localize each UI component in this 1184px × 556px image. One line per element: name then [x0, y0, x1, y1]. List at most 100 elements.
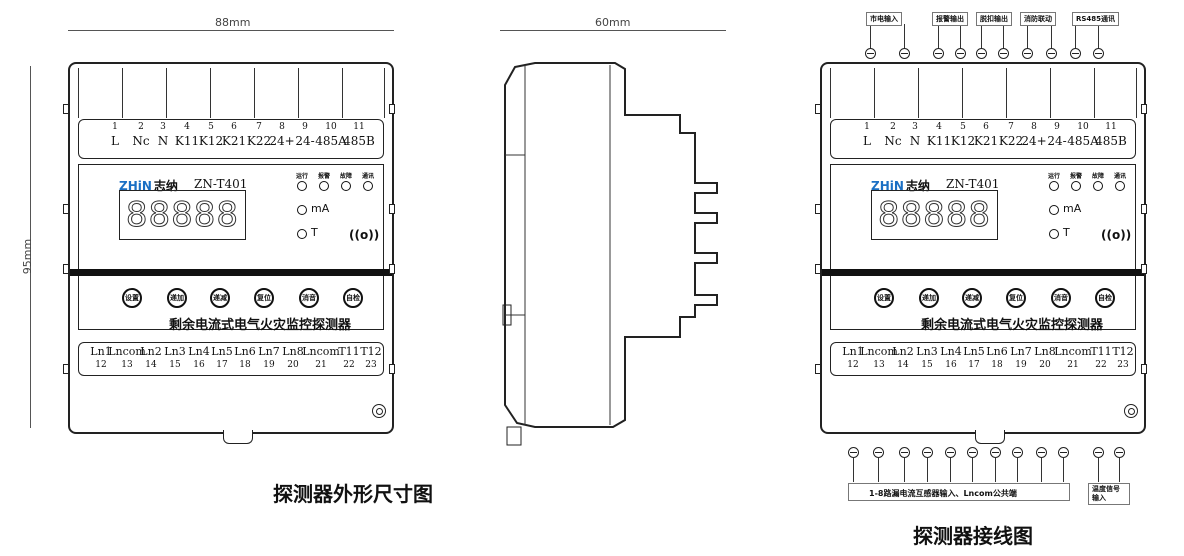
terminal-number: 11	[353, 122, 365, 132]
button-2[interactable]: 递减	[962, 288, 982, 308]
terminal-number: 3	[160, 122, 166, 132]
terminal-number: 20	[1039, 360, 1051, 370]
terminal-label: Ln3	[164, 345, 186, 358]
width-dimension: 88mm	[215, 16, 251, 29]
terminal-label: 24-	[1047, 134, 1067, 148]
cover-rib	[1094, 68, 1095, 118]
terminal-screw-icon	[967, 447, 978, 458]
side-tab	[63, 264, 69, 274]
terminal-number: 2	[138, 122, 144, 132]
terminal-number: 16	[945, 360, 957, 370]
buzzer-icon: ((o))	[349, 228, 380, 242]
terminal-label: T11	[338, 345, 360, 358]
terminal-label: N	[157, 134, 169, 148]
terminal-screw-icon	[955, 48, 966, 59]
terminal-number: 9	[302, 122, 308, 132]
button-0[interactable]: 设置	[122, 288, 142, 308]
button-2[interactable]: 递减	[210, 288, 230, 308]
brand-cn: 志纳	[153, 179, 178, 193]
terminal-label: L	[863, 134, 871, 148]
terminal-number: 23	[1117, 360, 1129, 370]
button-4[interactable]: 消音	[299, 288, 319, 308]
button-3[interactable]: 复位	[1006, 288, 1026, 308]
terminal-screw-icon	[976, 48, 987, 59]
button-3[interactable]: 复位	[254, 288, 274, 308]
button-5[interactable]: 自检	[1095, 288, 1115, 308]
height-dimension: 95mm	[21, 238, 35, 275]
terminal-label: Lncom	[302, 345, 340, 358]
button-0[interactable]: 设置	[874, 288, 894, 308]
unit-label: T	[311, 226, 318, 239]
terminal-label: T12	[1112, 345, 1134, 358]
terminal-number: 3	[912, 122, 918, 132]
height-dimension-line	[30, 66, 31, 428]
terminal-screw-icon	[865, 48, 876, 59]
wire	[904, 24, 905, 50]
terminal-number: 2	[890, 122, 896, 132]
wire	[1041, 458, 1042, 482]
terminal-label: Lncom	[1054, 345, 1092, 358]
terminal-number: 10	[1077, 122, 1089, 132]
indicator-led	[363, 181, 373, 191]
terminal-label: 485B	[1095, 134, 1127, 148]
terminal-number: 8	[279, 122, 285, 132]
terminal-screw-icon	[998, 48, 1009, 59]
terminal-label: Ln6	[234, 345, 256, 358]
terminal-number: 17	[216, 360, 228, 370]
wiring-label: 报警输出	[932, 12, 968, 26]
black-band	[70, 269, 392, 276]
terminal-number: 17	[968, 360, 980, 370]
terminal-screw-icon	[1070, 48, 1081, 59]
side-tab	[63, 204, 69, 214]
terminal-number: 22	[343, 360, 355, 370]
terminal-number: 4	[936, 122, 942, 132]
terminal-number: 9	[1054, 122, 1060, 132]
unit-label: mA	[311, 202, 330, 215]
side-tab	[1141, 264, 1147, 274]
wiring-label: 温度信号输入	[1088, 483, 1130, 505]
unit-led	[297, 229, 307, 239]
wire	[904, 458, 905, 482]
terminal-number: 16	[193, 360, 205, 370]
terminal-number: 4	[184, 122, 190, 132]
terminal-label: K21	[973, 134, 999, 148]
terminal-screw-icon	[1093, 48, 1104, 59]
indicator-led	[1049, 181, 1059, 191]
wire	[981, 24, 982, 50]
terminal-label: Ln7	[258, 345, 280, 358]
terminal-number: 7	[1008, 122, 1014, 132]
wiring-label: 脱扣输出	[976, 12, 1012, 26]
side-tab	[815, 104, 821, 114]
terminal-label: Ln4	[188, 345, 210, 358]
terminal-number: 14	[145, 360, 157, 370]
terminal-label: K22	[246, 134, 272, 148]
terminal-label: Ln7	[1010, 345, 1032, 358]
cover-rib	[1006, 68, 1007, 118]
wire	[995, 458, 996, 482]
wire	[938, 24, 939, 50]
wire	[1063, 458, 1064, 482]
wiring-label: 1-8路漏电流互感器输入、Lncom公共端	[848, 483, 1070, 501]
terminal-screw-icon	[873, 447, 884, 458]
wire	[1098, 24, 1099, 50]
terminal-label: K12	[950, 134, 976, 148]
button-5[interactable]: 自检	[343, 288, 363, 308]
black-band	[822, 269, 1144, 276]
button-4[interactable]: 消音	[1051, 288, 1071, 308]
wiring-label: RS485通讯	[1072, 12, 1120, 26]
terminal-number: 21	[1067, 360, 1079, 370]
wire	[1098, 458, 1099, 482]
terminal-number: 10	[325, 122, 337, 132]
terminal-label: Ln4	[940, 345, 962, 358]
model-number: ZN-T401	[194, 177, 248, 191]
terminal-label: 485B	[343, 134, 375, 148]
cover-rib	[78, 68, 79, 118]
button-1[interactable]: 递加	[167, 288, 187, 308]
terminal-number: 14	[897, 360, 909, 370]
cover-rib	[962, 68, 963, 118]
button-1[interactable]: 递加	[919, 288, 939, 308]
depth-dimension-line	[500, 30, 726, 31]
terminal-label: K22	[998, 134, 1024, 148]
